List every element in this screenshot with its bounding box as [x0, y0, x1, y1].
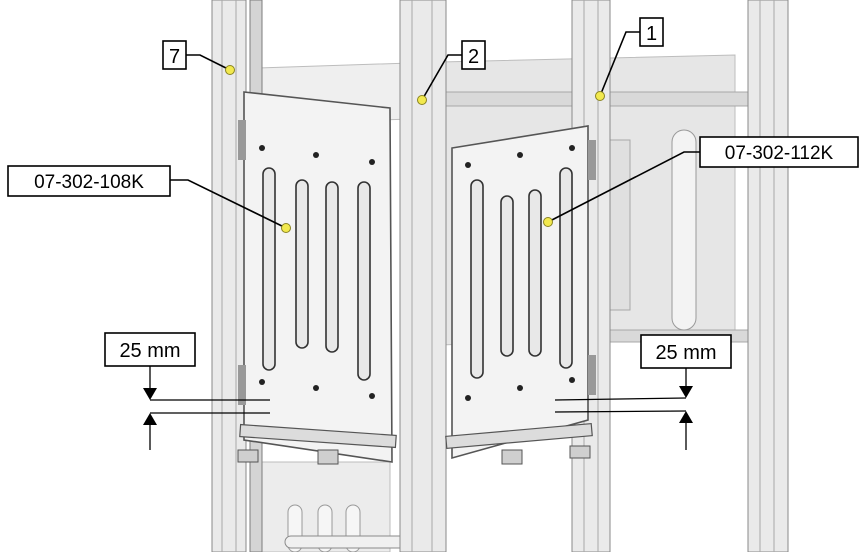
callout-25mm-left: 25 mm	[104, 332, 196, 367]
callout-108k-box	[7, 165, 171, 197]
panel-right	[445, 125, 596, 465]
dimension-right-arrow-down	[679, 386, 693, 398]
dimension-right-arrow-up	[679, 411, 693, 423]
panel-left-hole	[369, 159, 375, 165]
callout-25mm-left-label: 25 mm	[119, 340, 180, 362]
callout-25mm-right-box	[640, 334, 732, 369]
panel-left-slot-2	[295, 179, 309, 349]
callout-112k-label: 07-302-112K	[725, 143, 834, 164]
panel-right-hole	[569, 145, 575, 151]
post-right	[747, 0, 789, 552]
callout-7: 7	[162, 40, 187, 70]
marker-112k	[543, 217, 553, 227]
panel-left-hole	[313, 385, 319, 391]
post-7	[211, 0, 247, 552]
panel-left-slot-3	[325, 181, 339, 353]
marker-7	[225, 65, 235, 75]
markers	[225, 65, 605, 233]
dimension-left-arrow-up	[143, 413, 157, 425]
callout-1: 1	[639, 17, 664, 47]
callout-112k: 07-302-112K	[699, 136, 859, 168]
callout-1-box	[639, 17, 664, 47]
panel-left-slot-1	[262, 167, 276, 371]
panel-right-hinge-top	[588, 140, 596, 180]
panel-right-hole	[465, 162, 471, 168]
callout-112k-box	[699, 136, 859, 168]
dimension-left-arrow-down	[143, 388, 157, 400]
leader-lines	[170, 31, 700, 229]
panel-left-hole	[369, 393, 375, 399]
panel-right-hinge-bottom	[588, 355, 596, 395]
callout-108k: 07-302-108K	[7, 165, 171, 197]
callout-7-label: 7	[169, 46, 180, 68]
dimension-right-lower-line	[554, 410, 687, 413]
panel-right-slot-3	[528, 189, 542, 357]
panel-right-hole	[569, 377, 575, 383]
callout-25mm-left-box	[104, 332, 196, 367]
marker-108k	[281, 223, 291, 233]
callout-25mm-right: 25 mm	[640, 334, 732, 369]
callout-25mm-right-label: 25 mm	[655, 342, 716, 364]
callout-108k-label: 07-302-108K	[34, 172, 144, 193]
callout-2-label: 2	[468, 46, 479, 68]
panel-right-foot	[569, 445, 591, 459]
panel-left-foot	[237, 449, 259, 463]
dimension-left	[143, 366, 270, 450]
callout-2: 2	[461, 40, 486, 70]
dimension-right	[554, 366, 693, 450]
panel-left-foot	[317, 449, 339, 465]
panel-right-slot-1	[470, 179, 484, 379]
panel-left-flange	[239, 423, 397, 449]
panel-right-slot-4	[559, 167, 573, 369]
panel-left-slot-4	[357, 181, 371, 381]
panel-right-slot-2	[500, 195, 514, 357]
panel-left	[237, 91, 397, 465]
callout-1-label: 1	[646, 23, 657, 45]
panel-left-body	[243, 91, 393, 463]
leader-2	[421, 54, 462, 101]
leader-112k	[547, 151, 700, 223]
marker-2	[417, 95, 427, 105]
panel-right-hole	[465, 395, 471, 401]
panel-left-hole	[259, 379, 265, 385]
leader-1	[599, 31, 640, 97]
leader-108k	[170, 179, 287, 229]
panel-left-hole	[259, 145, 265, 151]
panel-right-hole	[517, 385, 523, 391]
panel-left-hole	[313, 152, 319, 158]
panel-right-body	[451, 125, 589, 460]
panel-right-foot	[501, 449, 523, 465]
panel-left-hinge-top	[238, 120, 246, 160]
leader-7	[186, 54, 231, 71]
callout-2-box	[461, 40, 486, 70]
marker-1	[595, 91, 605, 101]
panel-left-hinge-bottom	[238, 365, 246, 405]
dimension-right-upper-line	[554, 397, 687, 401]
rear-slot	[671, 129, 697, 331]
post-2	[399, 0, 447, 552]
panel-right-hole	[517, 152, 523, 158]
panel-right-flange	[445, 423, 593, 449]
callout-7-box	[162, 40, 187, 70]
